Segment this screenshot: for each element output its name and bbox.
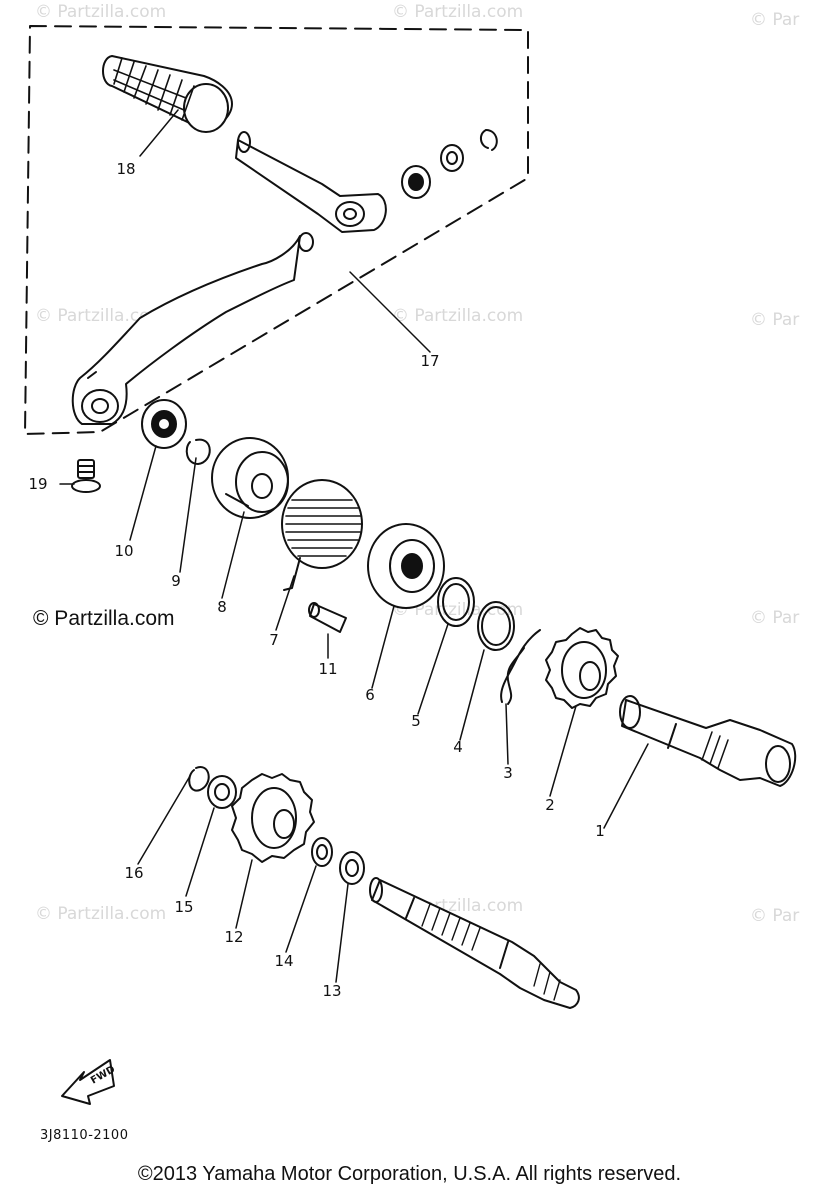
idle-shaft [369,877,580,1009]
part-9-circlip [185,438,211,465]
part-7-torsion-spring [281,479,363,591]
callout-11: 11 [318,660,337,678]
callout-15: 15 [174,898,193,916]
part-18-grip [102,55,233,133]
part-8-spring-cover [211,437,289,519]
part-17-seal-set [401,129,498,199]
watermark: © Par [750,906,800,926]
part-2-kick-gear [545,627,619,709]
watermark: © Partzilla.com [392,600,524,620]
callout-9: 9 [171,572,181,590]
leader-lines [59,109,649,983]
part-12-idle-gear [231,773,315,863]
callout-8: 8 [217,598,227,616]
assembly-boundary [24,25,529,435]
watermark: © Par [750,10,800,30]
part-4-washer [477,601,515,651]
callout-6: 6 [365,686,375,704]
callout-13: 13 [322,982,341,1000]
part-13-washer [339,851,365,885]
part-19-bolt [71,459,101,493]
callout-1: 1 [595,822,605,840]
watermark: © Partzilla.com [35,2,167,22]
callout-4: 4 [453,738,463,756]
part-14-collar [311,837,333,867]
part-17-kick-crank [71,131,387,425]
callout-5: 5 [411,712,421,730]
callout-18: 18 [116,160,135,178]
callout-12: 12 [224,928,243,946]
watermark: © Partzilla.com [392,306,524,326]
diagram-part-code: 3J8110-2100 [40,1128,129,1143]
callout-17: 17 [420,352,439,370]
watermark: © Par [750,608,800,628]
part-5-circlip [437,577,475,627]
callout-14: 14 [274,952,293,970]
part-1-kick-shaft [619,695,797,787]
callout-16: 16 [124,864,143,882]
part-16-circlip [188,765,210,792]
part-3-clip [500,629,541,705]
watermark: © Partzilla.com [392,2,524,22]
watermark: © Par [750,310,800,330]
callout-7: 7 [269,631,279,649]
callout-3: 3 [503,764,513,782]
part-10-oil-seal [141,399,187,449]
callout-10: 10 [114,542,133,560]
watermark: © Partzilla.com [35,306,167,326]
part-6-spring-guide [367,523,445,609]
copyright-notice: ©2013 Yamaha Motor Corporation, U.S.A. A… [137,1163,682,1185]
part-15-washer [207,775,237,809]
part-11-pin [308,602,347,633]
fwd-arrow-icon: FWD [61,1059,117,1105]
watermark-bold: © Partzilla.com [33,607,175,630]
callout-19: 19 [28,475,47,493]
callout-2: 2 [545,796,555,814]
watermark: © Partzilla.com [35,904,167,924]
